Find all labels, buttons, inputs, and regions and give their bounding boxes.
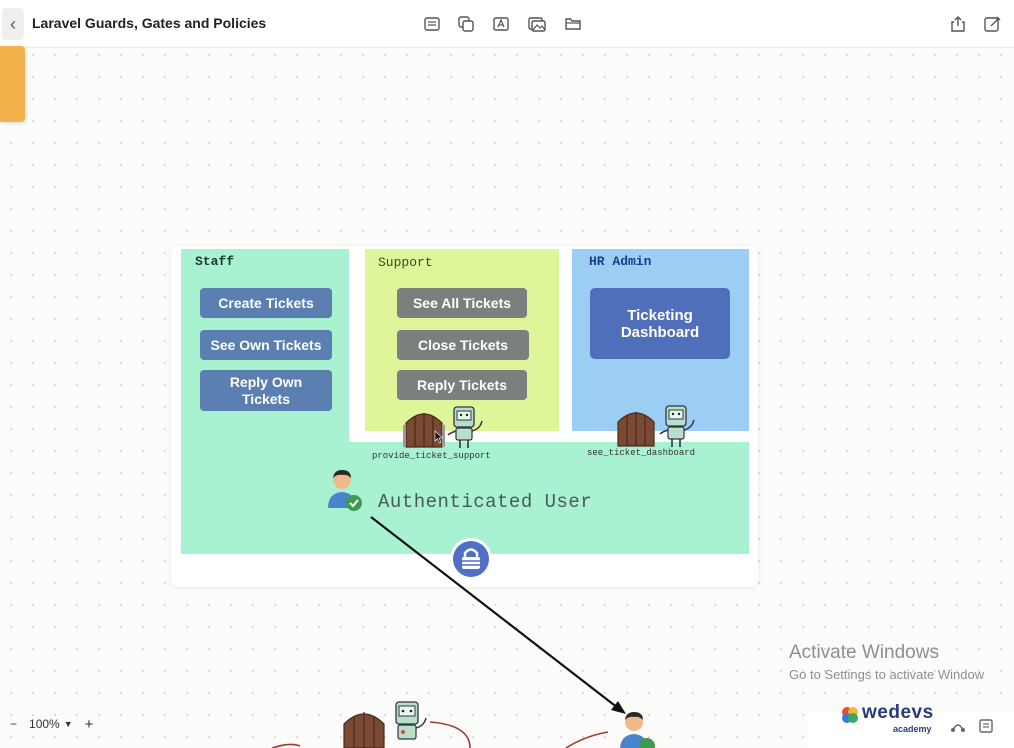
lock-icon bbox=[450, 538, 492, 580]
see-own-tickets-button[interactable]: See Own Tickets bbox=[200, 330, 332, 360]
zoom-in-button[interactable]: + bbox=[84, 715, 94, 733]
back-button[interactable]: ‹ bbox=[2, 8, 24, 40]
support-gate-robot-icon bbox=[403, 406, 483, 448]
folder-icon[interactable] bbox=[563, 14, 583, 34]
lower-gate-robot-icon bbox=[343, 701, 427, 748]
create-tickets-button[interactable]: Create Tickets bbox=[200, 288, 332, 318]
user-verified-icon bbox=[328, 470, 362, 511]
activate-windows-watermark: Activate Windows Go to Settings to activ… bbox=[789, 642, 984, 682]
zoom-out-button[interactable]: − bbox=[10, 717, 18, 731]
document-title: Laravel Guards, Gates and Policies bbox=[32, 15, 267, 31]
chevron-down-icon[interactable]: ▼ bbox=[63, 719, 73, 729]
ticketing-dashboard-button[interactable]: Ticketing Dashboard bbox=[590, 288, 730, 359]
reply-tickets-button[interactable]: Reply Tickets bbox=[397, 370, 527, 400]
support-label: Support bbox=[378, 255, 433, 270]
mouse-cursor-icon bbox=[434, 430, 444, 444]
edit-icon[interactable] bbox=[982, 14, 1002, 34]
brand-subtitle: academy bbox=[893, 724, 932, 734]
zoom-level[interactable]: 100% bbox=[29, 717, 60, 731]
activate-windows-subtitle: Go to Settings to activate Window bbox=[789, 667, 985, 682]
hr-admin-label: HR Admin bbox=[589, 254, 652, 269]
image-icon[interactable] bbox=[527, 14, 547, 34]
activate-windows-title: Activate Windows bbox=[789, 642, 939, 663]
reply-own-tickets-button[interactable]: Reply Own Tickets bbox=[200, 370, 332, 411]
duplicate-icon[interactable] bbox=[456, 14, 476, 34]
brand-name: wedevs bbox=[862, 702, 934, 723]
list-view-icon[interactable] bbox=[978, 718, 994, 734]
zoom-control: − 100% ▼ + bbox=[4, 712, 99, 736]
close-tickets-button[interactable]: Close Tickets bbox=[397, 330, 529, 360]
see-ticket-dashboard-gate-label: see_ticket_dashboard bbox=[587, 448, 696, 458]
share-icon[interactable] bbox=[948, 14, 968, 34]
chevron-left-icon: ‹ bbox=[10, 13, 16, 34]
top-toolbar: ‹ Laravel Guards, Gates and Policies bbox=[0, 0, 1014, 48]
hr-gate-robot-icon bbox=[617, 405, 695, 447]
lower-user-icon bbox=[620, 712, 655, 748]
text-box-icon[interactable] bbox=[491, 14, 511, 34]
provide-ticket-support-gate-label: provide_ticket_support bbox=[372, 451, 491, 461]
authenticated-user-label: Authenticated User bbox=[378, 491, 593, 513]
brand-logo-icon bbox=[842, 707, 858, 723]
see-all-tickets-button[interactable]: See All Tickets bbox=[397, 288, 527, 318]
orange-sticky-note[interactable] bbox=[0, 46, 25, 122]
notes-icon[interactable] bbox=[422, 14, 442, 34]
staff-label: Staff bbox=[195, 254, 235, 269]
connection-icon[interactable] bbox=[950, 718, 966, 734]
